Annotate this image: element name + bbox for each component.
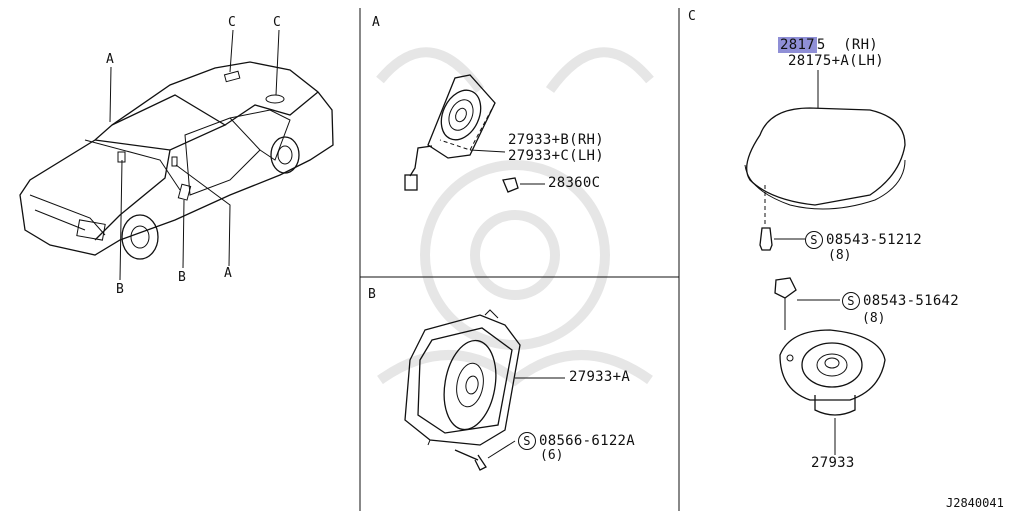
overview-label-b-left: B [116,282,124,297]
panel-a-tweeter [404,74,545,193]
watermark-emblem [376,47,654,387]
panel-a-clip: 28360C [548,175,601,191]
panel-c-screw2-qty: (8) [862,311,886,326]
panel-c-grille-part-lh: 28175+A(LH) [788,53,885,69]
highlight-part-number: 2817 [778,37,817,53]
panel-b-speaker: 27933+A [569,369,631,385]
car-outline [19,29,334,281]
panel-c-screw1-qty: (8) [828,248,852,263]
panel-b-speaker [404,309,565,471]
panel-b-screw-qty: (6) [540,448,564,463]
panel-c-grille-speaker [744,70,906,455]
panel-dividers [359,8,680,511]
panel-a-part-rh: 27933+B(RH) [508,132,605,148]
overview-label-b: B [178,270,186,285]
overview-label-c-right: C [273,15,281,30]
overview-label-a-bottom: A [224,266,232,281]
panel-a-title: A [372,15,380,30]
overview-label-a-top: A [106,52,114,67]
panel-c-title: C [688,9,696,24]
diagram-id: J2840041 [946,496,1004,510]
overview-label-c-left: C [228,15,236,30]
service-symbol-icon: S [805,231,823,249]
service-symbol-icon: S [842,292,860,310]
service-symbol-icon: S [518,432,536,450]
panel-a-part-lh: 27933+C(LH) [508,148,605,164]
panel-c-speaker: 27933 [811,455,855,471]
panel-b-title: B [368,287,376,302]
